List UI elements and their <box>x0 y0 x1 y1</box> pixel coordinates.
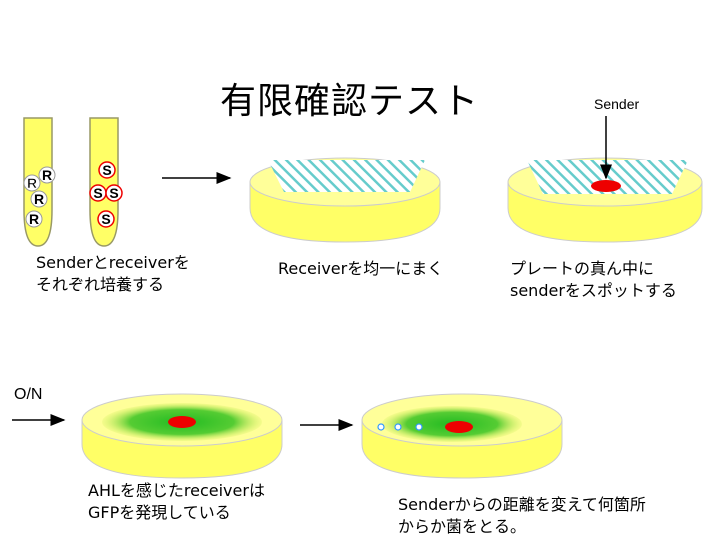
svg-text:S: S <box>102 162 111 178</box>
pick-point <box>394 423 402 431</box>
petri-plate-spread <box>249 157 441 243</box>
sender-cell: S <box>105 184 123 202</box>
caption-spot: プレートの真ん中に senderをスポットする <box>510 259 677 300</box>
page-title: 有限確認テスト <box>220 81 480 122</box>
sender-label: Sender <box>594 96 640 112</box>
caption-gfp: AHLを感じたreceiverは GFPを発現している <box>88 481 265 522</box>
receiver-cell: R <box>30 190 48 208</box>
sender-cell: S <box>98 161 116 179</box>
svg-text:S: S <box>101 211 110 227</box>
receiver-cell: R <box>25 210 43 228</box>
petri-plate-gfp <box>81 393 283 479</box>
receiver-cell: R <box>38 166 56 184</box>
svg-text:R: R <box>29 211 39 227</box>
pick-point <box>377 423 385 431</box>
svg-text:R: R <box>42 167 52 183</box>
receiver-cell: R <box>23 174 41 192</box>
sender-cell: S <box>97 210 115 228</box>
petri-plate-spot <box>507 157 703 243</box>
caption-culture: Senderとreceiverを それぞれ培養する <box>36 253 190 294</box>
sender-spot <box>168 416 196 428</box>
sender-spot <box>445 421 473 433</box>
svg-text:S: S <box>93 185 102 201</box>
svg-text:R: R <box>27 175 37 191</box>
caption-spread: Receiverを均一にまく <box>278 259 444 278</box>
pick-point <box>415 423 423 431</box>
overnight-label: O/N <box>14 386 43 403</box>
svg-text:S: S <box>109 185 118 201</box>
svg-text:R: R <box>34 191 44 207</box>
sender-cell: S <box>89 184 107 202</box>
petri-plate-sampling <box>361 393 563 479</box>
sender-spot <box>591 180 621 192</box>
caption-sample: Senderからの距離を変えて何箇所 からか菌をとる。 <box>398 495 646 536</box>
